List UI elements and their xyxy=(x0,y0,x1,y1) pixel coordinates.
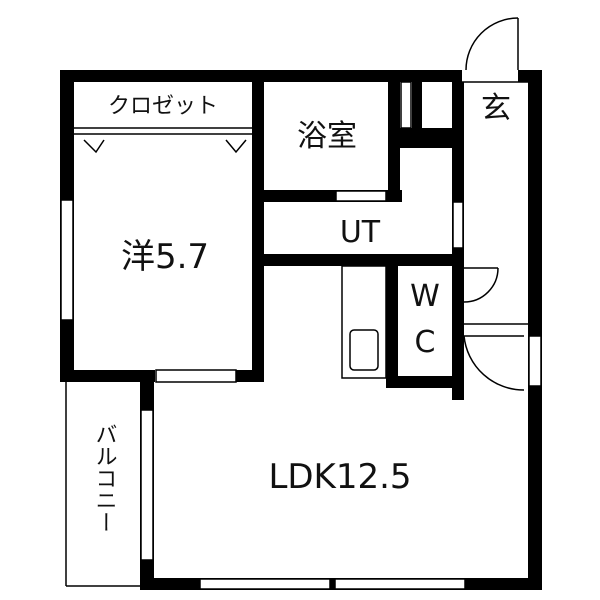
entrance-door-gap xyxy=(462,70,518,82)
openings xyxy=(60,81,542,590)
ldk-label: LDK12.5 xyxy=(268,457,411,497)
wall-shaft-right xyxy=(412,70,422,140)
balcony-rail xyxy=(65,382,140,587)
wall-ut-step xyxy=(388,140,400,202)
closet-label: クロゼット xyxy=(108,94,218,119)
closet-door-mark-left xyxy=(83,139,105,154)
wall-wc-left xyxy=(386,254,398,388)
wall-western-bottom-right xyxy=(236,370,264,382)
door-western-bottom xyxy=(155,369,237,383)
interior-walls xyxy=(236,70,464,400)
balcony-label: バルコニー xyxy=(92,423,117,533)
wall-ut-step-top xyxy=(388,140,464,148)
window-ldk-right xyxy=(528,335,542,387)
window-ldk-bottom-2 xyxy=(334,578,466,590)
wall-western-bottom-left xyxy=(60,370,155,382)
kitchen-counter xyxy=(341,265,387,379)
toilet-label-bottom: C xyxy=(415,325,436,360)
window-ldk-bottom-1 xyxy=(199,578,331,590)
ldk-door-arc xyxy=(463,335,525,391)
toilet-label-top: W xyxy=(410,279,440,314)
door-ut xyxy=(452,201,464,249)
wall-shaft-bottom xyxy=(388,128,464,140)
wc-door-arc xyxy=(463,267,499,303)
closet xyxy=(74,127,252,154)
entrance-label: 玄 xyxy=(481,91,511,126)
kitchen xyxy=(341,265,387,379)
bathroom-label: 浴室 xyxy=(297,119,357,154)
wall-right xyxy=(528,70,542,590)
closet-door-mark-right xyxy=(225,139,247,154)
wall-wc-bottom xyxy=(386,376,464,388)
wall-ut-bottom xyxy=(252,254,464,266)
window-western-left xyxy=(60,199,74,321)
balcony-opening xyxy=(140,409,154,561)
wall-western-right xyxy=(252,70,264,382)
western-room-label: 洋5.7 xyxy=(121,237,209,277)
utility-label: UT xyxy=(340,215,381,250)
door-swings xyxy=(463,17,528,391)
kitchen-sink xyxy=(349,329,379,371)
door-bath xyxy=(335,190,387,202)
shaft-opening xyxy=(400,81,412,129)
entrance-door-arc xyxy=(465,17,519,71)
